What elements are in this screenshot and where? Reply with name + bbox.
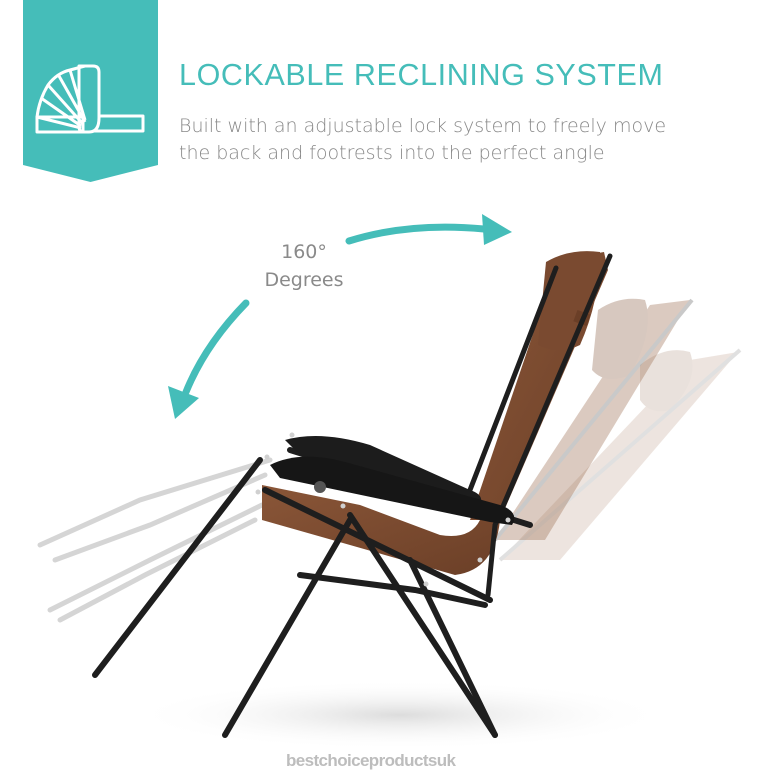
angle-unit: Degrees	[264, 269, 344, 291]
angle-callout: 160° Degrees	[254, 238, 354, 294]
curved-arrow-down-left-icon	[168, 299, 250, 419]
ghost-recline-position-2	[498, 348, 742, 562]
watermark: bestchoiceproductsuk	[286, 751, 456, 770]
feature-description: Built with an adjustable lock system to …	[179, 113, 779, 167]
ghost-recline-position-1	[493, 298, 694, 542]
description-line-2: the back and footrests into the perfect …	[179, 142, 605, 164]
feature-badge	[23, 0, 158, 182]
curved-arrow-right-icon	[345, 214, 512, 245]
feature-title: LOCKABLE RECLINING SYSTEM	[179, 58, 664, 92]
reclining-chair	[92, 251, 613, 738]
description-line-1: Built with an adjustable lock system to …	[179, 115, 667, 137]
angle-value: 160°	[281, 241, 327, 263]
ghost-footrest-positions	[37, 457, 273, 623]
reclining-angle-icon	[23, 0, 158, 182]
